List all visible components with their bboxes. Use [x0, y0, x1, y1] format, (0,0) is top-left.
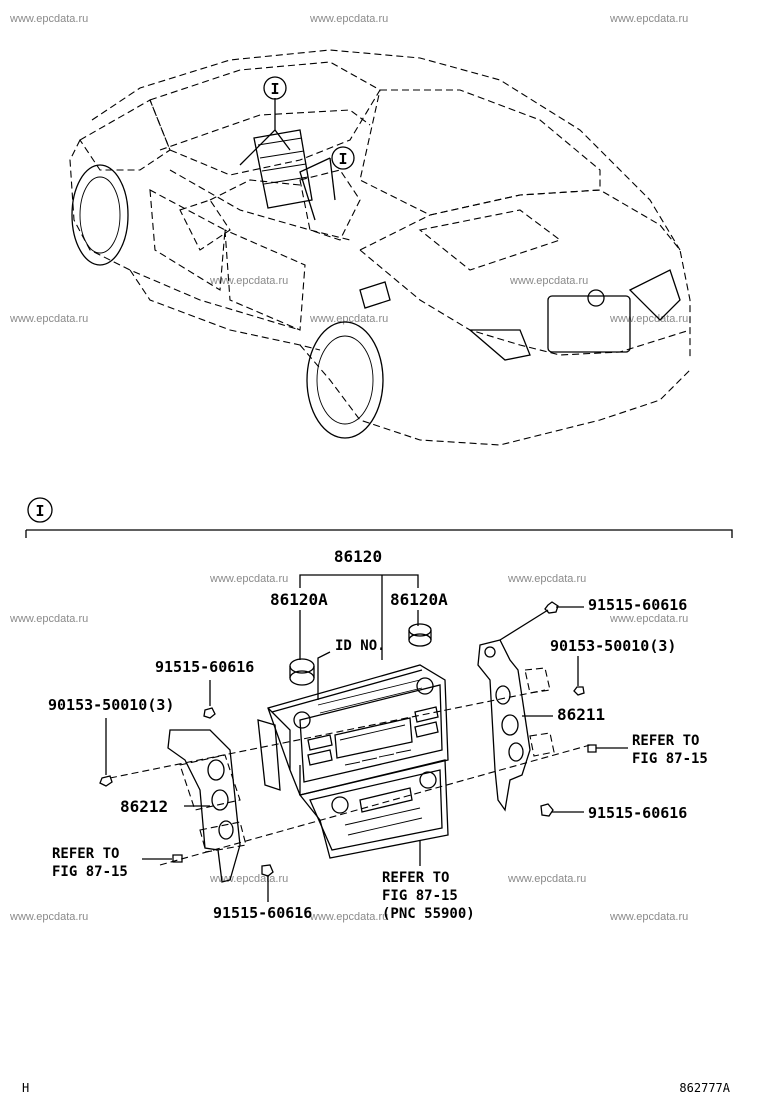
bracket-86211	[477, 639, 531, 812]
label-91515-60616-right-top: 91515-60616	[588, 596, 687, 614]
watermark: www.epcdata.ru	[609, 313, 688, 325]
bracket-86212	[167, 719, 281, 883]
watermark: www.epcdata.ru	[9, 13, 88, 25]
label-91515-60616-right-bottom: 91515-60616	[588, 804, 687, 822]
watermark: www.epcdata.ru	[9, 613, 88, 625]
nut-icon	[573, 686, 585, 696]
refer-right-line-2: FIG 87-15	[632, 751, 708, 767]
audio-head-unit	[267, 664, 449, 859]
knob-left	[289, 658, 315, 686]
watermark: www.epcdata.ru	[609, 613, 688, 625]
screw-icon	[540, 803, 554, 817]
label-90153-50010-right: 90153-50010(3)	[550, 637, 676, 655]
refer-bottom-line-1: REFER TO	[382, 870, 449, 886]
label-86120a-left: 86120A	[270, 590, 328, 609]
label-86120a-right: 86120A	[390, 590, 448, 609]
label-86120: 86120	[334, 547, 382, 566]
refer-bottom-line-3: (PNC 55900)	[382, 906, 475, 922]
nut-icon	[99, 775, 113, 787]
refer-left-line-2: FIG 87-15	[52, 864, 128, 880]
callout-marker: I	[270, 80, 279, 98]
footer-right-code: 862777A	[679, 1081, 730, 1095]
callout-marker: I	[338, 150, 347, 168]
refer-bottom-line-2: FIG 87-15	[382, 888, 458, 904]
screw-icon	[587, 744, 597, 753]
watermark: www.epcdata.ru	[209, 573, 288, 585]
label-91515-60616-left-bottom: 91515-60616	[213, 904, 312, 922]
detail-section: I 86120 86120A 86120A ID NO.	[25, 497, 733, 922]
watermark: www.epcdata.ru	[507, 873, 586, 885]
label-91515-60616-left-top: 91515-60616	[155, 658, 254, 676]
watermarks: www.epcdata.ru www.epcdata.ru www.epcdat…	[9, 13, 688, 923]
refer-right-line-1: REFER TO	[632, 733, 699, 749]
watermark: www.epcdata.ru	[309, 313, 388, 325]
car-illustration: I I	[69, 49, 691, 446]
knob-right	[408, 623, 432, 647]
watermark: www.epcdata.ru	[509, 275, 588, 287]
watermark: www.epcdata.ru	[609, 911, 688, 923]
screw-icon	[499, 601, 559, 641]
label-86211: 86211	[557, 705, 605, 724]
footer-left-code: H	[22, 1081, 29, 1095]
screw-icon	[203, 707, 216, 719]
label-86212: 86212	[120, 797, 168, 816]
watermark: www.epcdata.ru	[9, 313, 88, 325]
label-90153-50010-left: 90153-50010(3)	[48, 696, 174, 714]
watermark: www.epcdata.ru	[609, 13, 688, 25]
refer-left-line-1: REFER TO	[52, 846, 119, 862]
watermark: www.epcdata.ru	[309, 13, 388, 25]
watermark: www.epcdata.ru	[507, 573, 586, 585]
section-marker: I	[35, 502, 44, 520]
screw-icon	[261, 864, 274, 877]
watermark: www.epcdata.ru	[309, 911, 388, 923]
label-id-no: ID NO.	[335, 638, 386, 654]
watermark: www.epcdata.ru	[9, 911, 88, 923]
screw-icon	[172, 854, 183, 863]
